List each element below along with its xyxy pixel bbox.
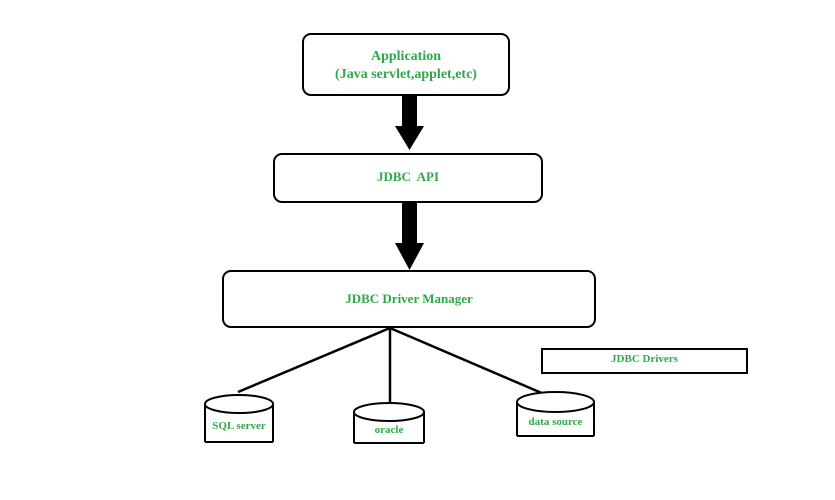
arrow-api-to-driver-manager [395,203,424,270]
application-title: Application [370,49,441,64]
database-label-sql-server: SQL server [212,420,266,432]
application-node [302,33,510,96]
connector-sql-server [237,326,391,394]
database-label-data-source: data source [528,416,583,428]
jdbc-api-label: JDBC API [376,169,440,184]
jdbc-drivers-node [541,348,748,374]
jdbc-api-node [273,153,543,203]
jdbc-drivers-label: JDBC Drivers [611,353,678,365]
jdbc-driver-manager-label: JDBC Driver Manager [345,291,473,306]
application-subtitle: (Java servlet,applet,etc) [335,67,477,82]
arrow-application-to-api [395,96,424,150]
database-label-oracle: oracle [374,424,404,436]
database-cylinder-data-source [516,391,595,437]
jdbc-driver-manager-node [222,270,596,328]
database-cylinder-sql-server [204,394,274,443]
connector-data-source [389,326,545,396]
database-cylinder-oracle [353,402,425,444]
